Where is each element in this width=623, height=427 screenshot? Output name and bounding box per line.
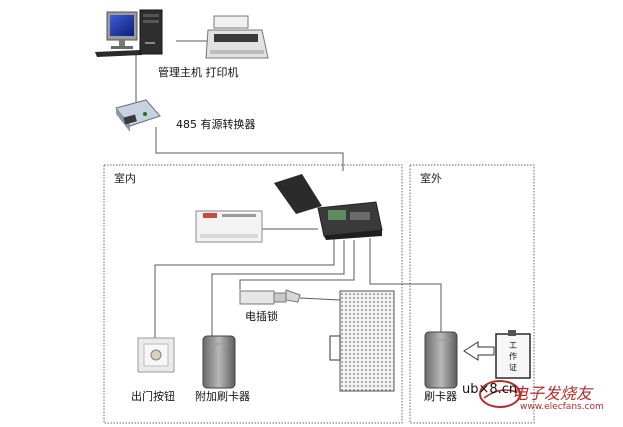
electric-lock-icon [239, 289, 301, 305]
watermark-url: www.elecfans.com [520, 402, 604, 412]
printer-icon [205, 15, 269, 59]
electric-lock-label: 电插锁 [245, 310, 278, 323]
indoor-label: 室内 [114, 172, 136, 185]
work-card-char-3: 证 [509, 363, 517, 372]
work-card-char-1: 工 [509, 341, 517, 350]
watermark-brand: 电子发烧友 [512, 384, 593, 403]
power-supply-icon [195, 210, 263, 243]
card-reader-icon [424, 331, 458, 389]
arrow-icon [463, 341, 495, 361]
controller-icon [274, 174, 383, 240]
door-icon [329, 290, 395, 392]
reader-label: 刷卡器 [424, 390, 457, 403]
watermark-site: ub×8.cn [462, 382, 518, 397]
host-printer-label: 管理主机 打印机 [158, 66, 239, 79]
work-card-char-2: 作 [509, 351, 517, 361]
converter-label: 485 有源转换器 [176, 118, 256, 131]
computer-icon [95, 9, 163, 57]
work-card-icon [495, 330, 531, 379]
indoor-zone [103, 164, 403, 424]
outdoor-zone [409, 164, 535, 424]
aux-reader-label: 附加刷卡器 [195, 390, 250, 403]
work-card-label: 工 作 证 [509, 341, 517, 372]
watermark-logo [479, 380, 521, 408]
aux-card-reader-icon [202, 335, 236, 389]
outdoor-label: 室外 [420, 172, 442, 185]
converter-icon [115, 99, 161, 132]
connection-lines [135, 40, 442, 342]
exit-button-label: 出门按钮 [131, 390, 175, 403]
exit-button-icon [137, 337, 175, 373]
